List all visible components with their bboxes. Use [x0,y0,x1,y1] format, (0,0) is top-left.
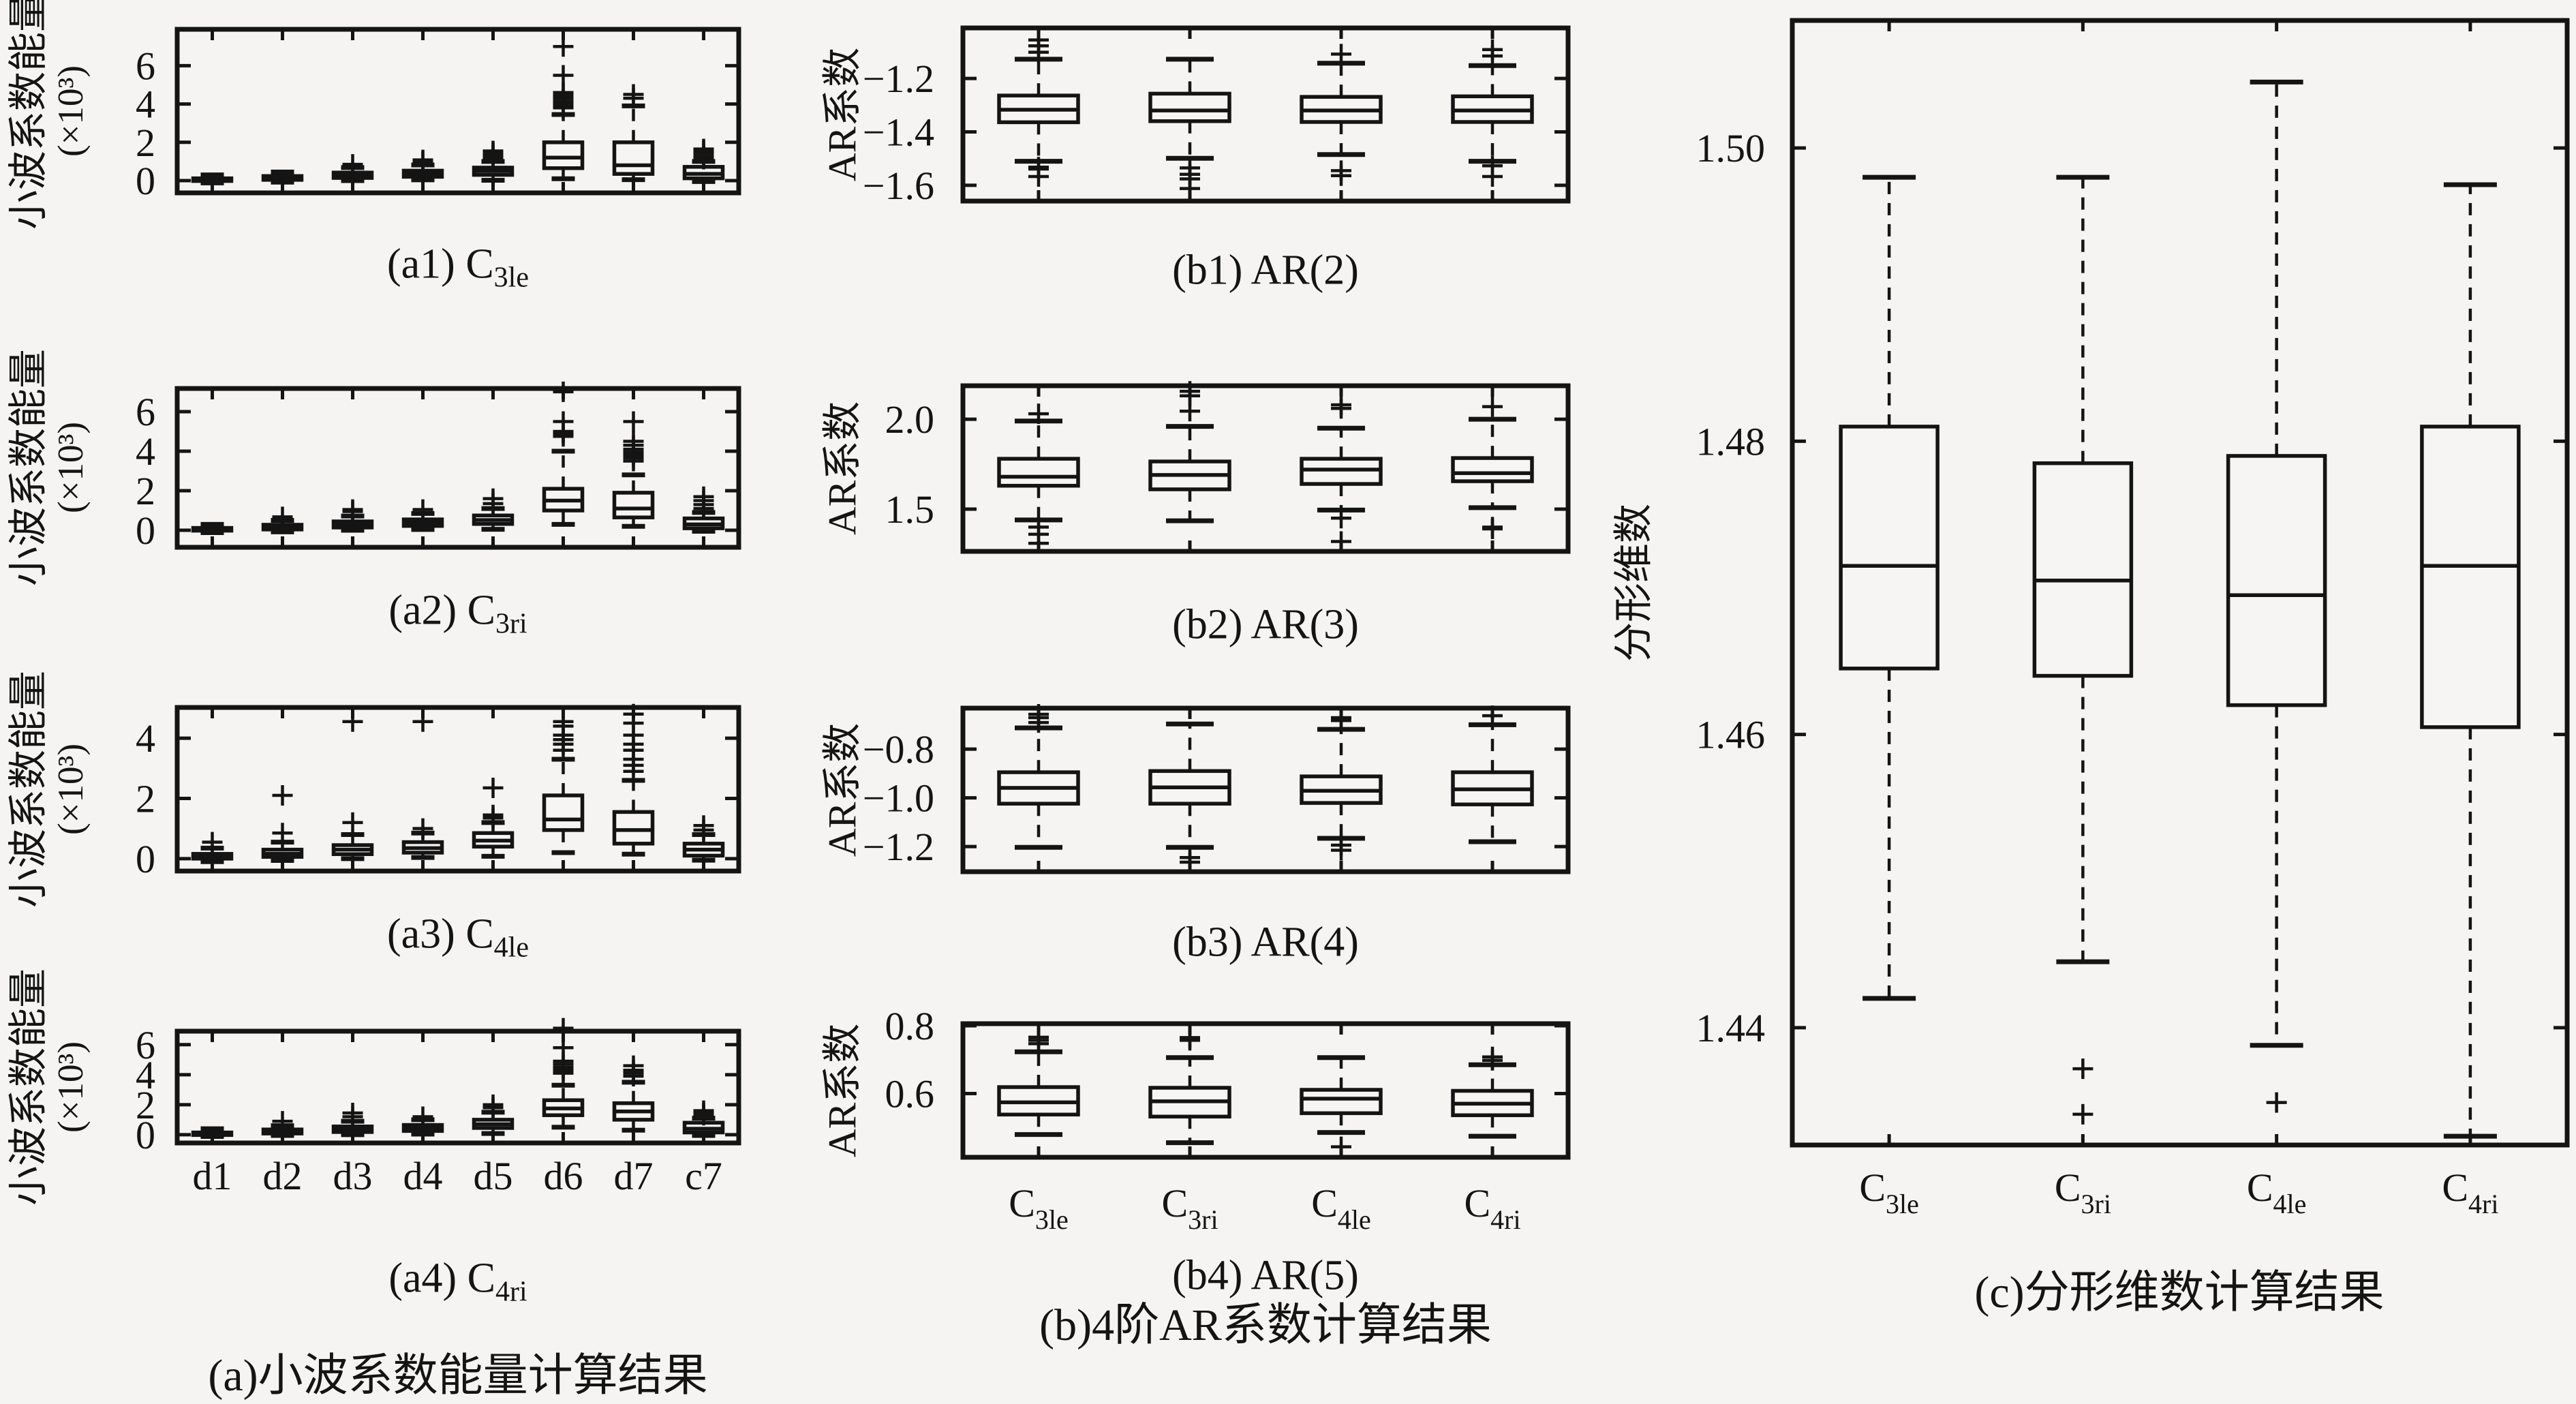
caption-text: (b4) AR(5) [1172,1252,1359,1299]
y-axis-label-b3: AR系数 [821,723,865,857]
svg-text:d7: d7 [614,1154,654,1198]
svg-text:−1.6: −1.6 [863,164,934,208]
svg-text:C4le: C4le [1311,1181,1371,1235]
svg-text:4: 4 [136,716,155,761]
svg-text:2: 2 [136,469,155,513]
caption-subscript: 4le [493,932,529,964]
svg-text:0: 0 [136,159,155,203]
svg-text:4: 4 [136,1053,155,1097]
svg-text:−1.0: −1.0 [863,776,934,821]
caption-text: (b3) AR(4) [1172,919,1359,966]
svg-text:d4: d4 [403,1154,443,1198]
svg-text:0: 0 [136,1113,155,1157]
caption-text: (b1) AR(2) [1172,247,1359,294]
caption-text: (a2) C [388,587,496,634]
y-axis-label-a2: 小波系数能量(×10³) [5,348,91,587]
svg-text:1.5: 1.5 [885,487,935,532]
svg-text:C3ri: C3ri [1161,1181,1218,1235]
svg-text:d3: d3 [333,1154,373,1198]
caption-a1: (a1) C3le [387,240,529,294]
svg-text:c7: c7 [685,1154,722,1198]
y-axis-label-text: 小波系数能量 [5,968,50,1206]
svg-text:2: 2 [136,121,155,165]
y-axis-label-text: AR系数 [820,47,865,182]
caption-col-b: (b)4阶AR系数计算结果 [1039,1300,1492,1350]
svg-text:1.48: 1.48 [1696,419,1766,463]
svg-text:0: 0 [136,837,155,881]
y-axis-label-a3: 小波系数能量(×10³) [5,670,91,909]
svg-text:2.0: 2.0 [885,397,935,442]
caption-a2: (a2) C3ri [388,586,527,640]
y-axis-label-text: 小波系数能量 [5,0,50,230]
y-axis-scale-text: (×10³) [50,743,91,836]
y-axis-label-text: 小波系数能量 [5,670,50,909]
svg-text:−1.2: −1.2 [863,825,934,869]
svg-text:0.8: 0.8 [885,1004,935,1048]
svg-text:1.46: 1.46 [1696,713,1766,757]
y-axis-label-a1: 小波系数能量(×10³) [5,0,91,230]
y-axis-label-b4: AR系数 [821,1024,865,1158]
caption-b2: (b2) AR(3) [1172,601,1359,650]
caption-text: (a3) C [387,911,494,958]
y-axis-label-text: AR系数 [820,722,865,857]
caption-col-c: (c)分形维数计算结果 [1974,1268,2385,1317]
svg-text:d6: d6 [544,1154,583,1198]
svg-text:d2: d2 [263,1154,303,1198]
caption-subscript: 3le [493,262,529,294]
svg-text:C3ri: C3ri [2055,1165,2111,1219]
caption-subscript: 3ri [495,608,527,640]
svg-text:−1.4: −1.4 [863,110,934,154]
svg-text:4: 4 [136,82,155,127]
svg-text:2: 2 [136,776,155,821]
caption-b4: (b4) AR(5) [1172,1252,1359,1300]
svg-text:6: 6 [136,390,155,434]
svg-text:6: 6 [136,1023,155,1067]
caption-text: (a1) C [387,241,494,288]
y-axis-label-text: 小波系数能量 [5,348,50,587]
svg-text:0: 0 [136,508,155,553]
y-axis-label-b1: AR系数 [821,48,865,182]
svg-text:−1.2: −1.2 [863,57,934,101]
svg-text:1.50: 1.50 [1696,126,1766,170]
y-axis-label-b2: AR系数 [821,401,865,536]
svg-text:C4ri: C4ri [2442,1165,2498,1219]
y-axis-scale-text: (×10³) [50,421,91,514]
caption-text: (b2) AR(3) [1172,601,1359,648]
svg-text:6: 6 [136,44,155,88]
caption-subscript: 4ri [495,1276,527,1308]
y-axis-label-text: AR系数 [820,401,865,536]
y-axis-label-a4: 小波系数能量(×10³) [5,968,91,1206]
svg-text:C3le: C3le [1859,1165,1919,1219]
y-axis-scale-text: (×10³) [50,65,91,157]
svg-text:C4ri: C4ri [1464,1181,1520,1235]
svg-text:d5: d5 [474,1154,513,1198]
svg-text:d1: d1 [193,1154,232,1198]
svg-text:C3le: C3le [1009,1181,1069,1235]
y-axis-scale-text: (×10³) [50,1041,91,1133]
svg-text:0.6: 0.6 [885,1071,935,1116]
y-axis-label-text: 分形维数 [1611,503,1656,662]
svg-text:C4le: C4le [2247,1165,2307,1219]
y-axis-label-c: 分形维数 [1612,504,1657,662]
caption-b1: (b1) AR(2) [1172,247,1359,295]
svg-text:2: 2 [136,1083,155,1127]
caption-a3: (a3) C4le [387,910,529,964]
svg-text:4: 4 [136,429,155,474]
caption-b3: (b3) AR(4) [1172,919,1359,967]
caption-a4: (a4) C4ri [388,1254,527,1308]
caption-text: (a4) C [388,1255,496,1302]
svg-text:1.44: 1.44 [1696,1006,1766,1050]
svg-text:−0.8: −0.8 [863,727,934,772]
y-axis-label-text: AR系数 [820,1023,865,1158]
caption-col-a: (a)小波系数能量计算结果 [208,1351,708,1401]
